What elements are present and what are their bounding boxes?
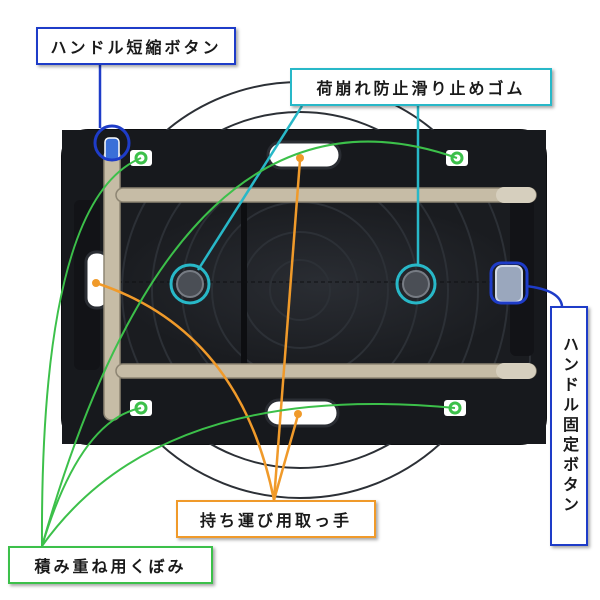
leader-handle-fixed: [525, 284, 564, 307]
label-handle-shorten-button: ハンドル短縮ボタン: [36, 27, 236, 65]
leader-stacking-recess: [40, 140, 458, 547]
carry-handle-bottom: [264, 398, 340, 428]
handle-frame: [103, 149, 537, 421]
label-stacking-recess: 積み重ね用くぼみ: [8, 546, 213, 584]
leader-anti-slip-rubber: [196, 105, 420, 271]
handle-shorten-button: [93, 124, 131, 162]
leader-carry-handles: [92, 154, 304, 501]
handle-fixed-button: [489, 261, 529, 305]
carry-handle-top: [266, 140, 342, 170]
anti-slip-rubber-left: [169, 263, 211, 305]
anti-slip-rubber-right: [395, 263, 437, 305]
label-anti-slip-rubber: 荷崩れ防止滑り止めゴム: [290, 68, 552, 106]
label-carry-handles: 持ち運び用取っ手: [176, 500, 376, 538]
label-handle-fixed-button: ハンドル固定ボタン: [550, 306, 588, 546]
